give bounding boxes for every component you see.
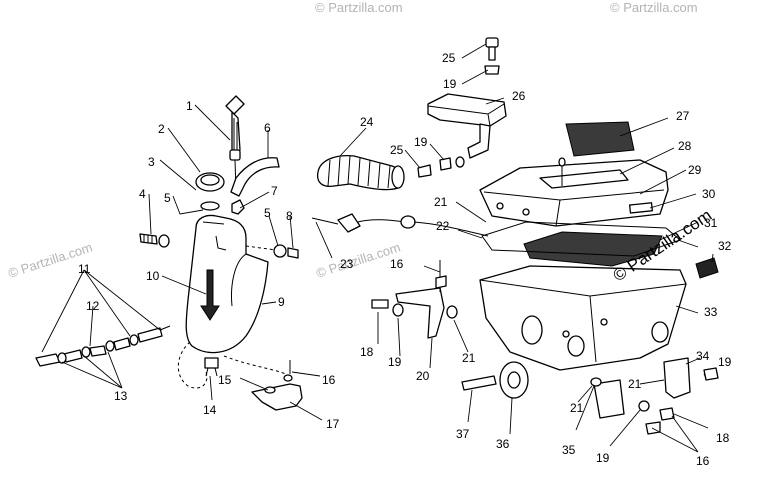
callout-29: 29 — [688, 163, 702, 177]
fill-arrow — [200, 269, 220, 321]
callout-5-right: 5 — [264, 206, 271, 220]
vent-fitting — [231, 199, 245, 215]
oil-tank — [185, 214, 269, 354]
callout-21-mid: 21 — [462, 351, 476, 365]
oil-line — [177, 341, 208, 389]
callout-20: 20 — [416, 369, 430, 383]
foam-filter-top — [565, 121, 635, 157]
callout-30: 30 — [702, 187, 716, 201]
callout-19-right: 19 — [718, 355, 732, 369]
airbox-lid — [479, 159, 669, 227]
callout-22: 22 — [436, 219, 450, 233]
callout-9: 9 — [278, 295, 285, 309]
rubber-grommet — [499, 361, 529, 399]
grommet-bolt — [461, 375, 497, 391]
callout-1: 1 — [186, 99, 193, 113]
callout-18-left: 18 — [360, 345, 374, 359]
callout-19-top: 19 — [443, 77, 457, 91]
watermark-top-right: © Partzilla.com — [610, 0, 698, 15]
callout-14: 14 — [203, 403, 217, 417]
callout-16-mid: 16 — [390, 257, 404, 271]
oil-line-fittings — [35, 325, 171, 367]
callout-31: 31 — [704, 216, 718, 230]
tank-bracket — [251, 383, 303, 411]
leaders-left — [41, 104, 323, 421]
airbox-body — [479, 265, 687, 371]
callout-36: 36 — [496, 437, 510, 451]
callout-33: 33 — [704, 305, 718, 319]
callout-18-right: 18 — [716, 431, 730, 445]
callout-26: 26 — [512, 89, 526, 103]
rear-bracket — [663, 357, 691, 399]
top-bolt — [484, 37, 500, 75]
side-bracket — [395, 287, 445, 339]
callout-4: 4 — [139, 187, 146, 201]
filler-cap — [195, 172, 225, 192]
callout-19-bracket: 19 — [388, 355, 402, 369]
callout-2: 2 — [158, 122, 165, 136]
airbox-gasket — [481, 221, 681, 257]
throttle-cable — [311, 213, 489, 237]
cap-gasket — [200, 201, 220, 211]
outlet-fitting — [204, 357, 219, 369]
callout-16-right: 16 — [696, 454, 710, 468]
callout-27: 27 — [676, 109, 690, 123]
lid-bolt — [417, 156, 465, 178]
callout-34: 34 — [696, 349, 710, 363]
tank-bolt-right — [245, 244, 299, 259]
callout-35: 35 — [562, 443, 576, 457]
oil-tank-assembly — [35, 95, 323, 421]
latch-clip — [695, 257, 719, 279]
callout-23: 23 — [340, 257, 354, 271]
callout-5-left: 5 — [164, 191, 171, 205]
leaders-right — [315, 43, 714, 453]
callout-19-left: 19 — [414, 135, 428, 149]
callout-21-right: 21 — [628, 377, 642, 391]
callout-21-bottom: 21 — [570, 401, 584, 415]
callout-16-left: 16 — [322, 373, 336, 387]
callout-10: 10 — [146, 269, 160, 283]
callout-8: 8 — [286, 209, 293, 223]
mount-bracket — [427, 93, 507, 127]
callout-12: 12 — [86, 299, 100, 313]
tank-bolt-left — [139, 233, 170, 248]
dipstick — [225, 95, 245, 191]
callout-25-left: 25 — [390, 143, 404, 157]
callout-19-bottom: 19 — [596, 451, 610, 465]
lower-bracket — [593, 379, 625, 419]
vent-hose — [230, 157, 280, 197]
bracket-bolt — [371, 299, 389, 309]
callout-13: 13 — [114, 389, 128, 403]
callout-32: 32 — [718, 239, 732, 253]
callout-15: 15 — [218, 373, 232, 387]
callout-11: 11 — [78, 262, 91, 276]
callout-21-top: 21 — [434, 195, 448, 209]
airbox-assembly — [311, 37, 719, 453]
callout-17: 17 — [326, 417, 340, 431]
callout-3: 3 — [148, 155, 155, 169]
callout-28: 28 — [678, 139, 692, 153]
watermark-top: © Partzilla.com — [315, 0, 403, 15]
callout-6: 6 — [264, 121, 271, 135]
callout-7: 7 — [271, 184, 278, 198]
callout-numbers: 1 2 3 4 5 6 7 5 8 10 11 9 12 13 15 16 14… — [78, 51, 732, 468]
filter-element — [523, 231, 663, 267]
callout-25-top: 25 — [442, 51, 456, 65]
callout-37: 37 — [456, 427, 470, 441]
intake-hose — [316, 154, 405, 191]
callout-24: 24 — [360, 115, 374, 129]
